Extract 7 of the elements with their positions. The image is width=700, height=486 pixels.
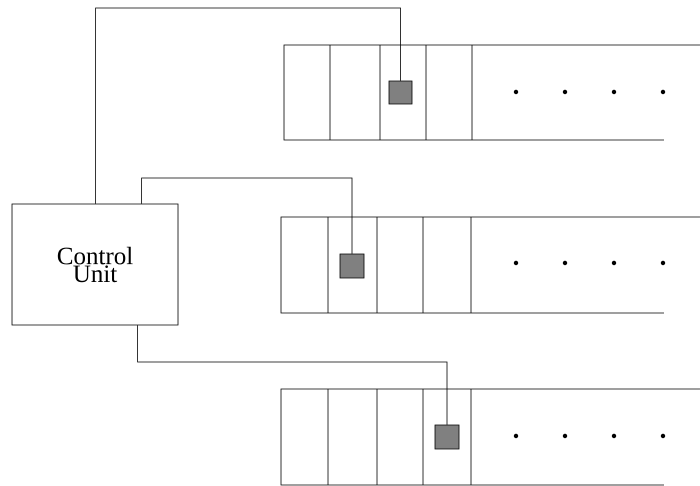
head-square bbox=[340, 254, 364, 278]
connector-line bbox=[95, 8, 401, 204]
connector-line bbox=[137, 325, 448, 425]
head-square bbox=[434, 424, 460, 450]
head-square bbox=[388, 80, 412, 104]
control-unit-box: Control Unit bbox=[12, 204, 178, 326]
connector-line bbox=[141, 178, 352, 254]
